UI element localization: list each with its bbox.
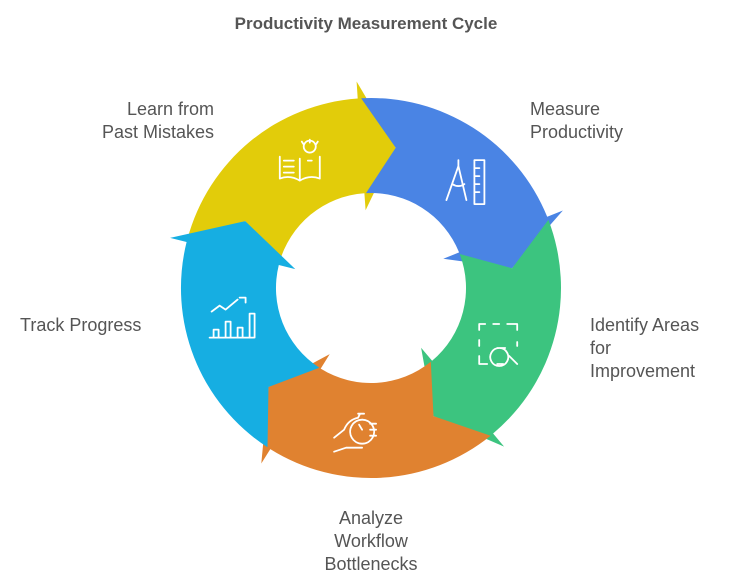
label-line: Analyze xyxy=(338,508,404,528)
label-line: Track Progress xyxy=(20,315,142,335)
cycle-arrow-segment xyxy=(421,219,561,447)
label-measure-productivity: Measure Productivity xyxy=(530,98,623,144)
stopwatch-hand-icon xyxy=(333,412,378,453)
book-lightbulb-icon xyxy=(278,138,321,182)
cycle-arrow-segment xyxy=(261,354,491,479)
label-line: Workflow xyxy=(334,531,408,551)
label-track-progress: Track Progress xyxy=(20,314,141,337)
label-learn-from-past-mistakes: Learn from Past Mistakes xyxy=(88,98,214,144)
cycle-arrow-segment xyxy=(170,221,320,448)
label-line: Learn from xyxy=(126,99,214,119)
label-line: Productivity xyxy=(530,122,624,142)
label-line: Identify Areas xyxy=(590,315,700,335)
label-line: Past Mistakes xyxy=(101,122,214,142)
compass-ruler-icon xyxy=(445,159,486,206)
label-analyze-workflow: Analyze Workflow Bottlenecks xyxy=(300,507,442,576)
label-identify-areas: Identify Areas for Improvement xyxy=(590,314,699,383)
label-line: for xyxy=(590,338,612,358)
label-line: Measure xyxy=(530,99,601,119)
label-line: Bottlenecks xyxy=(324,554,418,574)
label-line: Improvement xyxy=(590,361,696,381)
bar-chart-trend-icon xyxy=(208,296,256,339)
zoom-out-magnifier-icon xyxy=(478,323,519,367)
diagram-title: Productivity Measurement Cycle xyxy=(234,14,498,33)
